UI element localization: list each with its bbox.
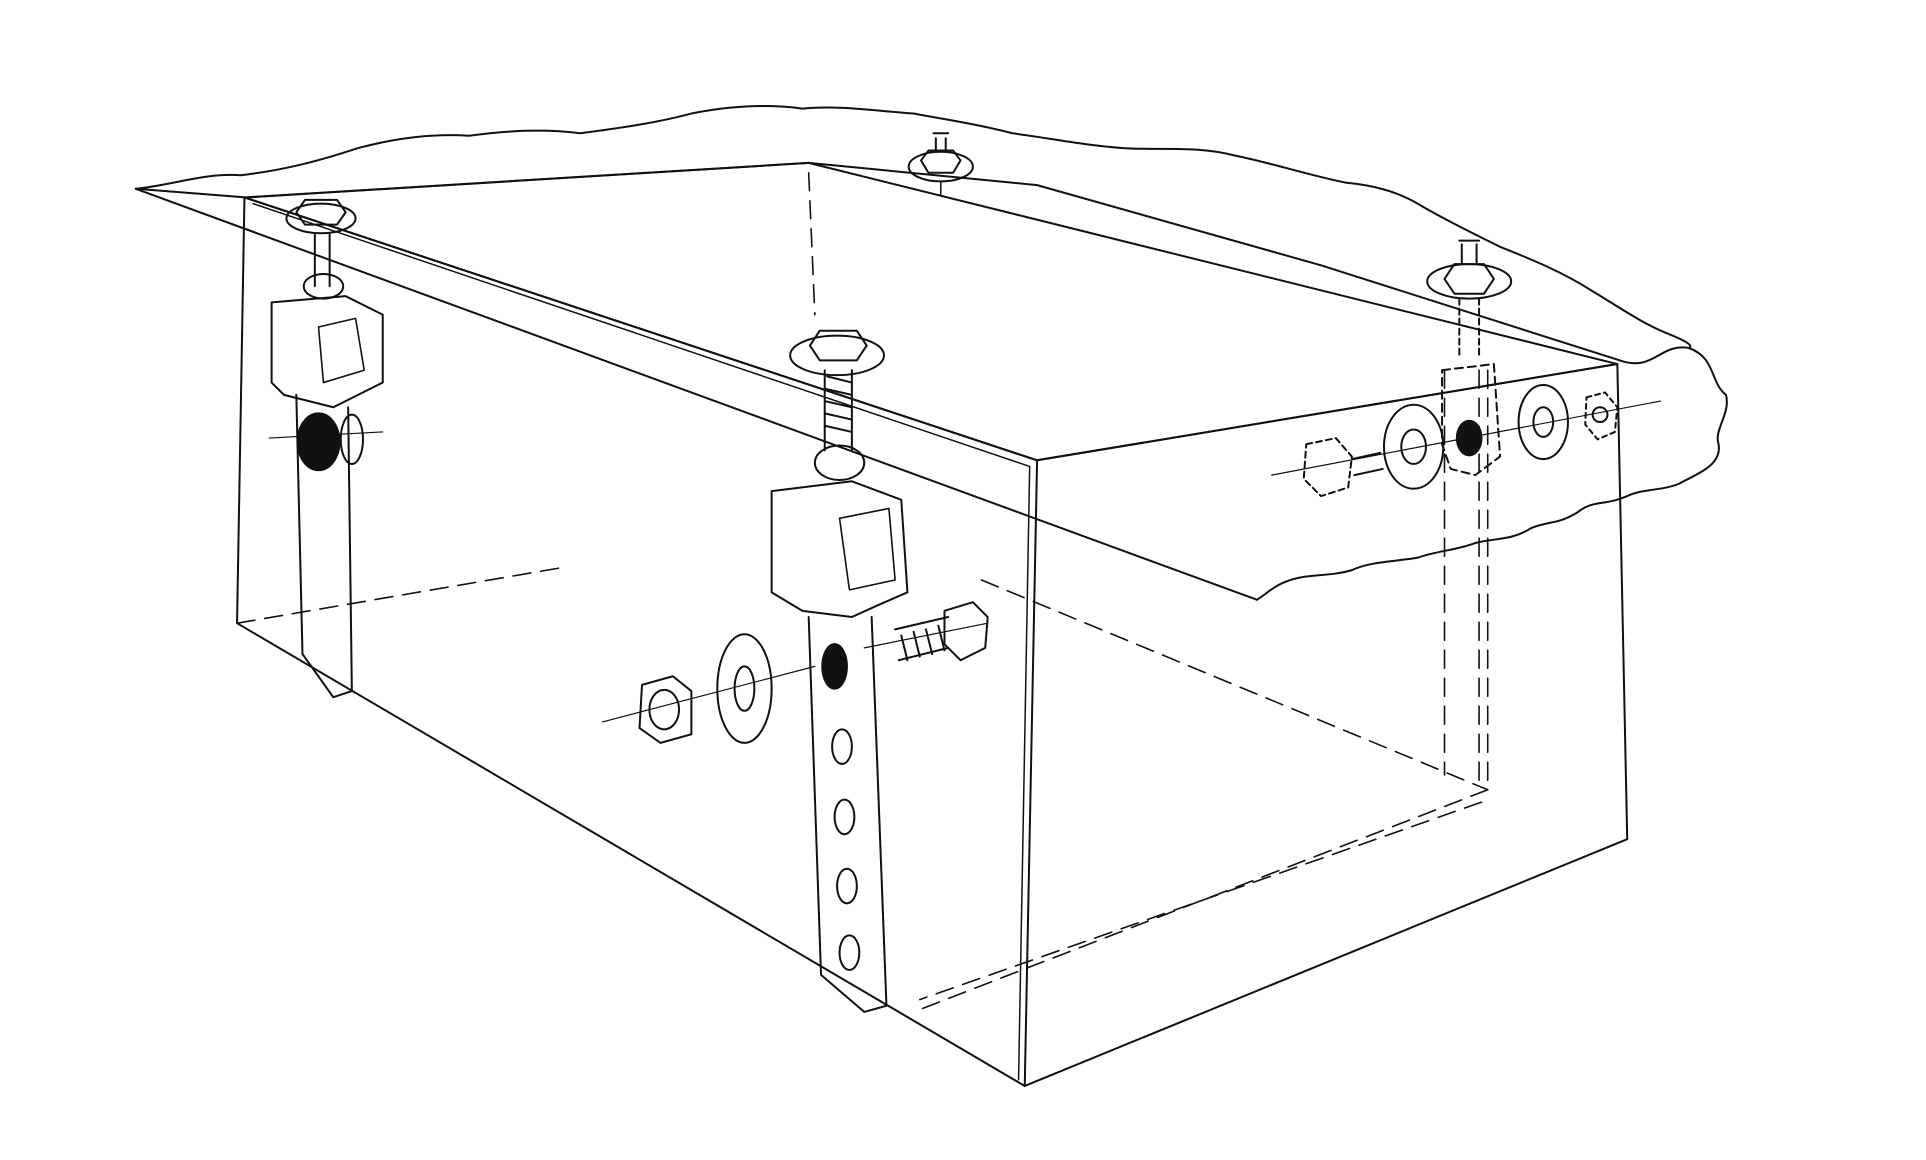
mount-rear-right [1272, 241, 1661, 496]
surface-front-edge [136, 189, 1257, 600]
washer-front-left [286, 204, 355, 234]
tank-front-edge-double [253, 204, 1030, 1080]
mount-front-center [602, 331, 987, 1012]
hex-head-rear-right [1445, 264, 1494, 294]
mounting-surface [136, 163, 1727, 600]
flat-washer-front-center [717, 634, 771, 743]
bolt-front-left [315, 234, 330, 286]
strap-hole-2 [835, 800, 855, 835]
nut-rear-right [1457, 421, 1482, 456]
nut2-rear-right [1585, 392, 1617, 439]
mount-front-left [269, 200, 383, 697]
flat-washer-rear-right [1384, 405, 1443, 489]
strap-hole-4 [840, 935, 860, 970]
surface-torn-back-edge [136, 106, 1691, 348]
mount-rear-center [909, 133, 973, 195]
washer2-rear-right [1519, 385, 1568, 459]
hex-head-front-left [296, 200, 345, 225]
hex-head-front-center [810, 331, 867, 361]
washer-rear-center [909, 152, 973, 182]
hidden-lines [237, 173, 1488, 1012]
nut-front-left [298, 413, 340, 470]
clamp-bracket-rear-right [1442, 364, 1500, 475]
strap-hole-1 [832, 729, 852, 764]
hex-bolt-front-center [895, 617, 948, 660]
strap-hole-3 [837, 869, 857, 904]
hex-nut-front-center [640, 676, 692, 743]
hex-head-rear-center [921, 151, 961, 173]
strap-front-left [296, 395, 352, 697]
washer-front-center [790, 336, 884, 375]
hex-bolt-head-rear-right [1304, 438, 1352, 496]
clamp-bracket-front-left [272, 296, 383, 407]
clamp-bracket-front-center [772, 481, 908, 617]
strap-hole-top [822, 644, 847, 688]
bolt-thread-front-center [825, 376, 852, 432]
tank-right-face [1025, 364, 1627, 1086]
strap-front-center [809, 617, 887, 1012]
tank-top-face [244, 163, 1617, 460]
